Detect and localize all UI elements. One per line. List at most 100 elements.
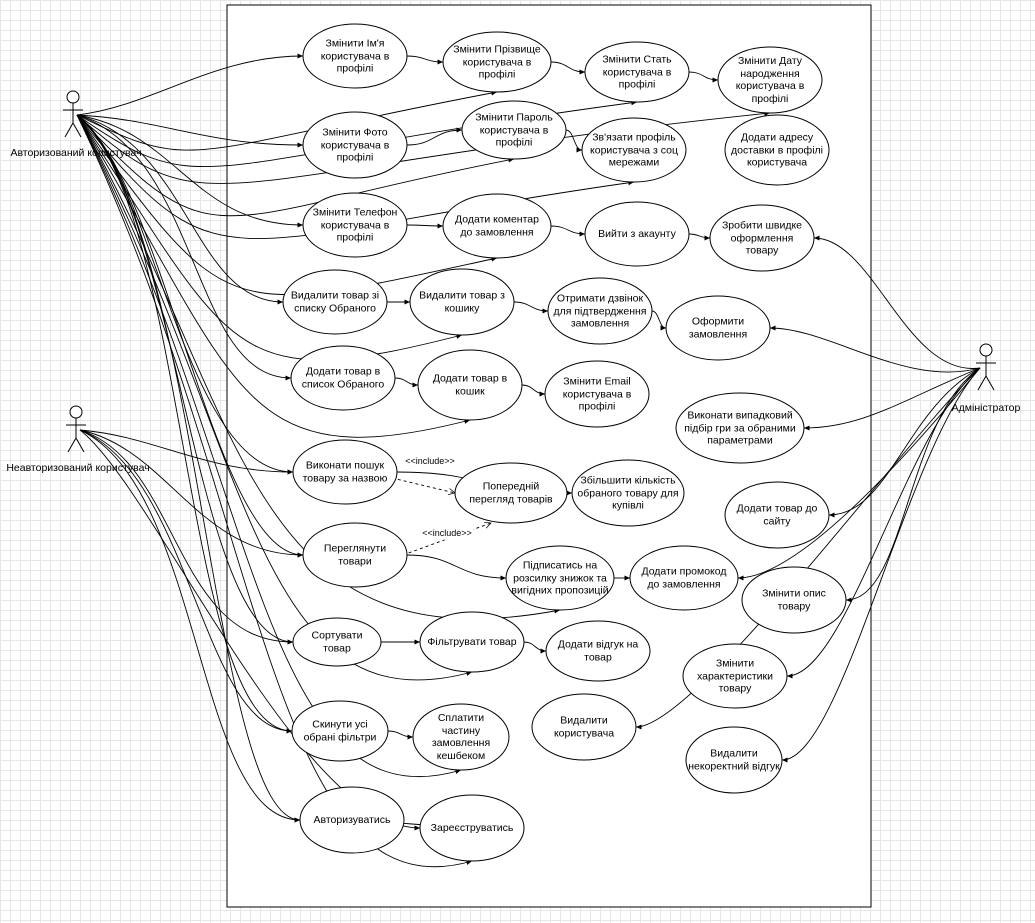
- use-case-ellipse: [717, 46, 823, 114]
- actor-association-line: [76, 53, 304, 116]
- use-case-label: Додати товар в кошик: [432, 372, 508, 398]
- use-case-link: [688, 71, 719, 83]
- use-case-link: [550, 225, 586, 237]
- actor-association-line: [76, 114, 462, 777]
- use-case-ellipse: [282, 269, 388, 335]
- use-case-label: Зареєструватись: [430, 821, 514, 834]
- use-case-ellipse: [584, 41, 690, 103]
- use-case-link: [387, 730, 414, 740]
- actor-association-line: [76, 114, 304, 148]
- admin-association-line: [737, 367, 981, 581]
- use-case-label: Попередній перегляд товарів: [469, 480, 553, 506]
- use-case-ellipse: [417, 349, 523, 421]
- use-case-ellipse: [741, 566, 847, 634]
- use-case-label: Зробити швидке оформлення товару: [721, 219, 803, 257]
- use-case-ellipse: [302, 522, 408, 588]
- use-case-label: Підписатись на розсилку знижок та вигідн…: [511, 559, 609, 597]
- use-case-label: Видалити користувача: [553, 714, 615, 740]
- use-case-link: [651, 310, 667, 331]
- use-case-label: Змінити Прізвище користувача в профілі: [453, 43, 541, 81]
- use-case-ellipse: [412, 703, 510, 771]
- use-case-link: [550, 61, 586, 75]
- use-case-label: Фільтрувати товар: [427, 635, 517, 648]
- use-case-label: Змінити Фото користувача в профілі: [320, 126, 390, 164]
- use-case-ellipse: [505, 545, 615, 611]
- use-case-ellipse: [544, 360, 650, 428]
- use-case-ellipse: [665, 295, 771, 361]
- include-label: <<include>>: [404, 454, 456, 468]
- actor-association-line: [76, 114, 304, 228]
- use-case-ellipse: [302, 192, 408, 258]
- use-case-link: [565, 129, 583, 153]
- use-case-link: [513, 301, 549, 314]
- use-case-label: Змінити Стать користувача в профілі: [602, 53, 672, 91]
- use-case-ellipse: [581, 117, 687, 183]
- actor-association-line: [76, 114, 561, 620]
- use-case-ellipse: [724, 114, 830, 186]
- use-case-ellipse: [709, 204, 815, 272]
- use-case-label: Додати промокод до замовлення: [641, 565, 727, 591]
- actor-association-line: [76, 114, 473, 681]
- actor-association-line: [76, 114, 284, 305]
- admin-association-line: [813, 235, 981, 369]
- admin-association-line: [786, 367, 981, 679]
- use-case-label: Збільшити кількість обраного товару для …: [577, 474, 679, 512]
- use-case-ellipse: [290, 345, 396, 411]
- use-case-label: Переглянути товари: [323, 542, 387, 568]
- use-case-label: Змінити Пароль користувача в профілі: [475, 111, 553, 149]
- actor-figure-auth: [63, 90, 83, 138]
- actor-label-admin: Адміністратор: [951, 402, 1021, 414]
- use-case-label: Змінити Телефон користувача в профілі: [312, 206, 398, 244]
- use-case-link: [406, 223, 444, 229]
- use-case-ellipse: [419, 611, 525, 673]
- use-case-label: Змінити Email користувача в профілі: [562, 375, 632, 413]
- use-case-ellipse: [409, 268, 515, 336]
- use-case-ellipse: [454, 462, 568, 524]
- use-case-label: Видалити товар зі списку Обраного: [290, 289, 380, 315]
- include-line: [402, 523, 491, 556]
- use-case-label: Скинути усі обрані фільтри: [303, 718, 377, 744]
- use-case-link: [406, 55, 444, 65]
- use-case-label: Сортувати товар: [311, 629, 363, 655]
- actor-association-line: [76, 90, 498, 151]
- use-case-label: Зв'язати профіль користувача з соц мереж…: [590, 131, 678, 169]
- use-case-link: [521, 384, 546, 397]
- actor-figures: [63, 90, 996, 453]
- include-line: [391, 477, 455, 493]
- use-case-ellipse: [571, 459, 685, 527]
- use-case-label: Додати адресу доставки в профілі користу…: [731, 131, 823, 169]
- use-case-ellipse: [545, 620, 651, 682]
- actor-association-line: [76, 114, 515, 217]
- use-case-label: Сплатити частину замовлення кешбеком: [431, 712, 491, 762]
- include-label: <<include>>: [421, 526, 473, 540]
- use-case-ellipse: [629, 545, 739, 611]
- admin-association-line: [769, 325, 981, 373]
- use-case-label: Видалити некоректний відгук: [688, 747, 780, 773]
- use-case-ellipse: [461, 100, 567, 160]
- use-case-ellipse: [419, 794, 525, 862]
- actor-association-line: [76, 114, 498, 295]
- use-case-ellipse: [675, 392, 805, 464]
- use-case-ellipse: [724, 481, 830, 549]
- use-case-ellipse: [547, 277, 653, 345]
- use-case-ellipse: [531, 693, 637, 761]
- actor-association-line: [79, 429, 293, 734]
- use-case-label: Отримати дзвінок для підтвердження замов…: [553, 292, 647, 330]
- actor-association-line: [76, 114, 471, 438]
- actor-label-guest: Неавторизований користувач: [6, 462, 150, 474]
- actor-association-line: [76, 114, 301, 823]
- actor-figure-guest: [66, 405, 86, 453]
- use-case-label: Видалити товар з кошику: [419, 289, 505, 315]
- use-case-label: Додати відгук на товар: [557, 638, 639, 664]
- use-case-ellipse: [302, 111, 408, 179]
- use-case-label: Змінити Ім'я користувача в профілі: [320, 37, 390, 75]
- use-case-ellipse: [299, 786, 405, 854]
- actor-association-line: [76, 114, 304, 558]
- use-case-ellipse: [442, 31, 552, 93]
- use-case-label: Авторизуватись: [313, 813, 391, 826]
- use-case-link: [523, 641, 547, 654]
- use-case-label: Змінити опис товару: [762, 587, 826, 613]
- actor-association-line: [79, 429, 294, 475]
- use-case-link: [688, 233, 711, 241]
